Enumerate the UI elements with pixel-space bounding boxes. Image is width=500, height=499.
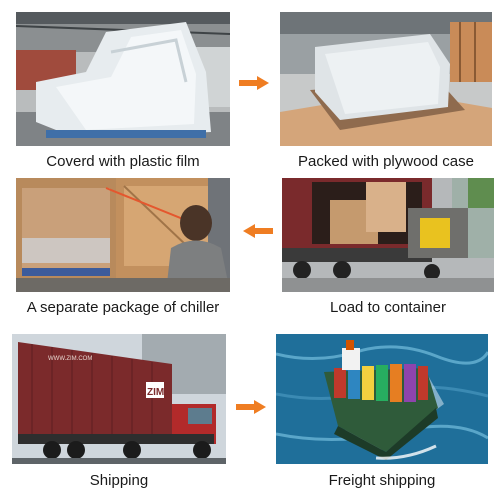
photo-plywood-case xyxy=(280,12,492,146)
photo-chiller-package xyxy=(16,178,230,292)
caption-freight-shipping: Freight shipping xyxy=(328,472,436,489)
photo-freight-ship xyxy=(276,334,488,464)
container-website-text: WWW.ZIM.COM xyxy=(48,356,92,362)
photo-plastic-film xyxy=(16,12,230,146)
caption-plastic-film: Coverd with plastic film xyxy=(46,153,200,170)
photo-shipping-truck: WWW.ZIM.COM ZIM xyxy=(12,334,226,464)
arrow-left-icon xyxy=(243,224,273,238)
zim-logo-text: ZIM xyxy=(147,387,164,398)
arrow-right-icon xyxy=(236,400,266,414)
arrow-right-icon xyxy=(239,76,269,90)
caption-plywood-case: Packed with plywood case xyxy=(298,153,474,170)
caption-chiller-package: A separate package of chiller xyxy=(26,299,220,316)
photo-load-container xyxy=(282,178,494,292)
caption-load-container: Load to container xyxy=(330,299,446,316)
caption-shipping: Shipping xyxy=(89,472,149,489)
